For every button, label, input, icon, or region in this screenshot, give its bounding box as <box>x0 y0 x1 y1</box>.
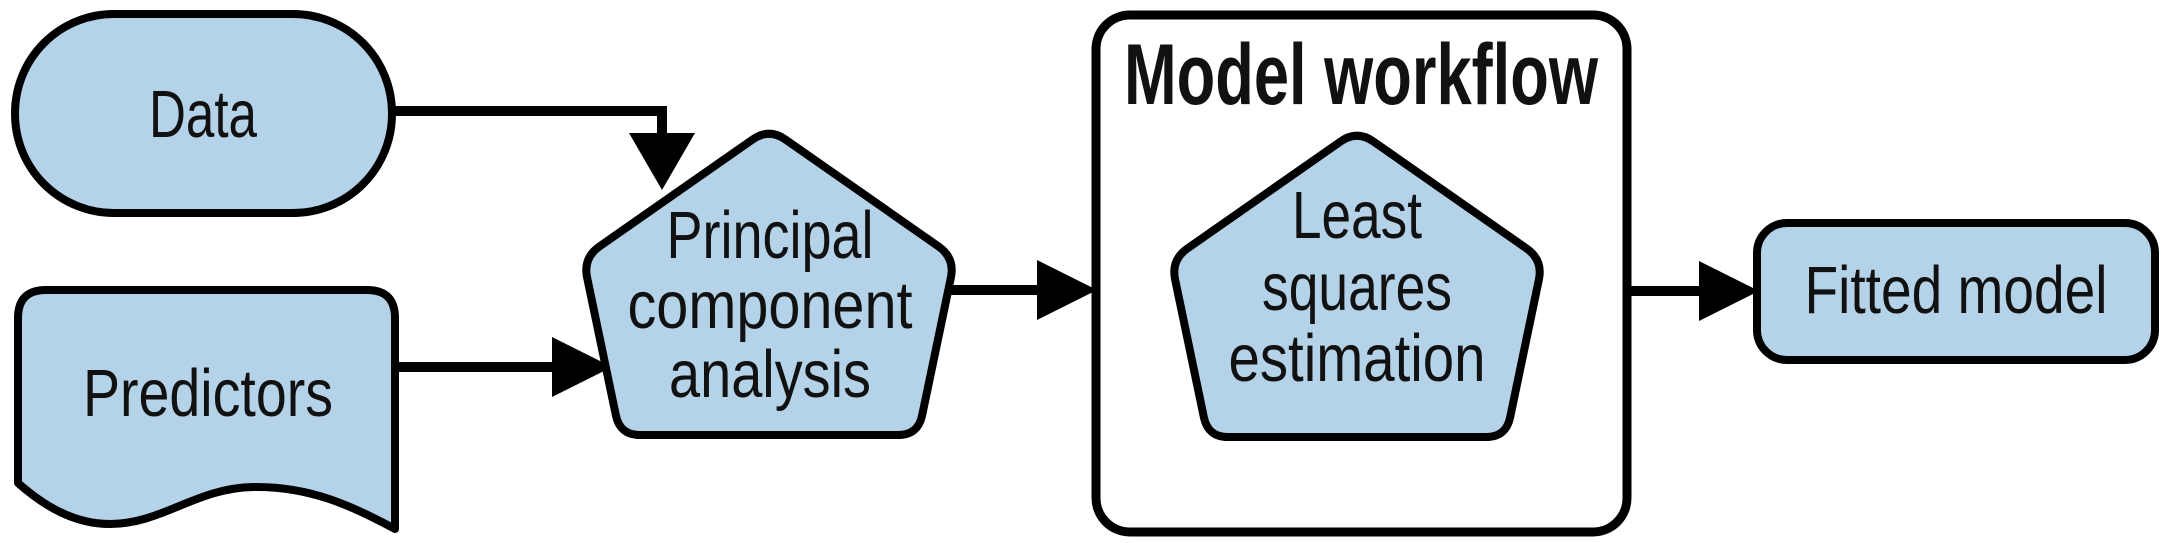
arrow-predictors-to-pca <box>395 337 612 397</box>
node-lse: Least squares estimation <box>1170 131 1544 441</box>
lse-pentagon-shape <box>1170 131 1544 441</box>
data-stadium-shape <box>11 10 396 217</box>
pca-label-line1: Principal <box>667 198 874 273</box>
fitted-model-label: Fitted model <box>1805 253 2108 328</box>
node-fitted-model: Fitted model <box>1753 219 2159 364</box>
arrow-workflow-to-fitted <box>1627 261 1759 321</box>
node-pca: Principal component analysis <box>582 129 956 439</box>
fitted-model-shape <box>1753 219 2159 364</box>
lse-label-line3: estimation <box>1229 321 1486 396</box>
node-predictors: Predictors <box>14 286 399 533</box>
model-workflow-title: Model workflow <box>1124 27 1599 123</box>
arrowhead-right-icon <box>1699 261 1759 321</box>
arrow-data-to-pca <box>392 106 695 190</box>
arrowhead-right-icon <box>552 337 612 397</box>
arrow-elbow-line <box>392 106 667 140</box>
lse-label-line1: Least <box>1292 178 1422 253</box>
arrowhead-right-icon <box>1037 260 1097 320</box>
pca-pentagon-shape <box>582 129 956 439</box>
predictors-document-shape <box>14 286 399 533</box>
arrowhead-down-icon <box>629 133 695 190</box>
arrow-pca-to-workflow <box>948 260 1097 320</box>
predictors-label: Predictors <box>83 356 333 431</box>
lse-label-line2: squares <box>1262 250 1452 325</box>
pca-label-line2: component <box>628 268 913 343</box>
node-data: Data <box>11 10 396 217</box>
pca-label-line3: analysis <box>669 337 871 412</box>
data-label: Data <box>149 77 258 152</box>
